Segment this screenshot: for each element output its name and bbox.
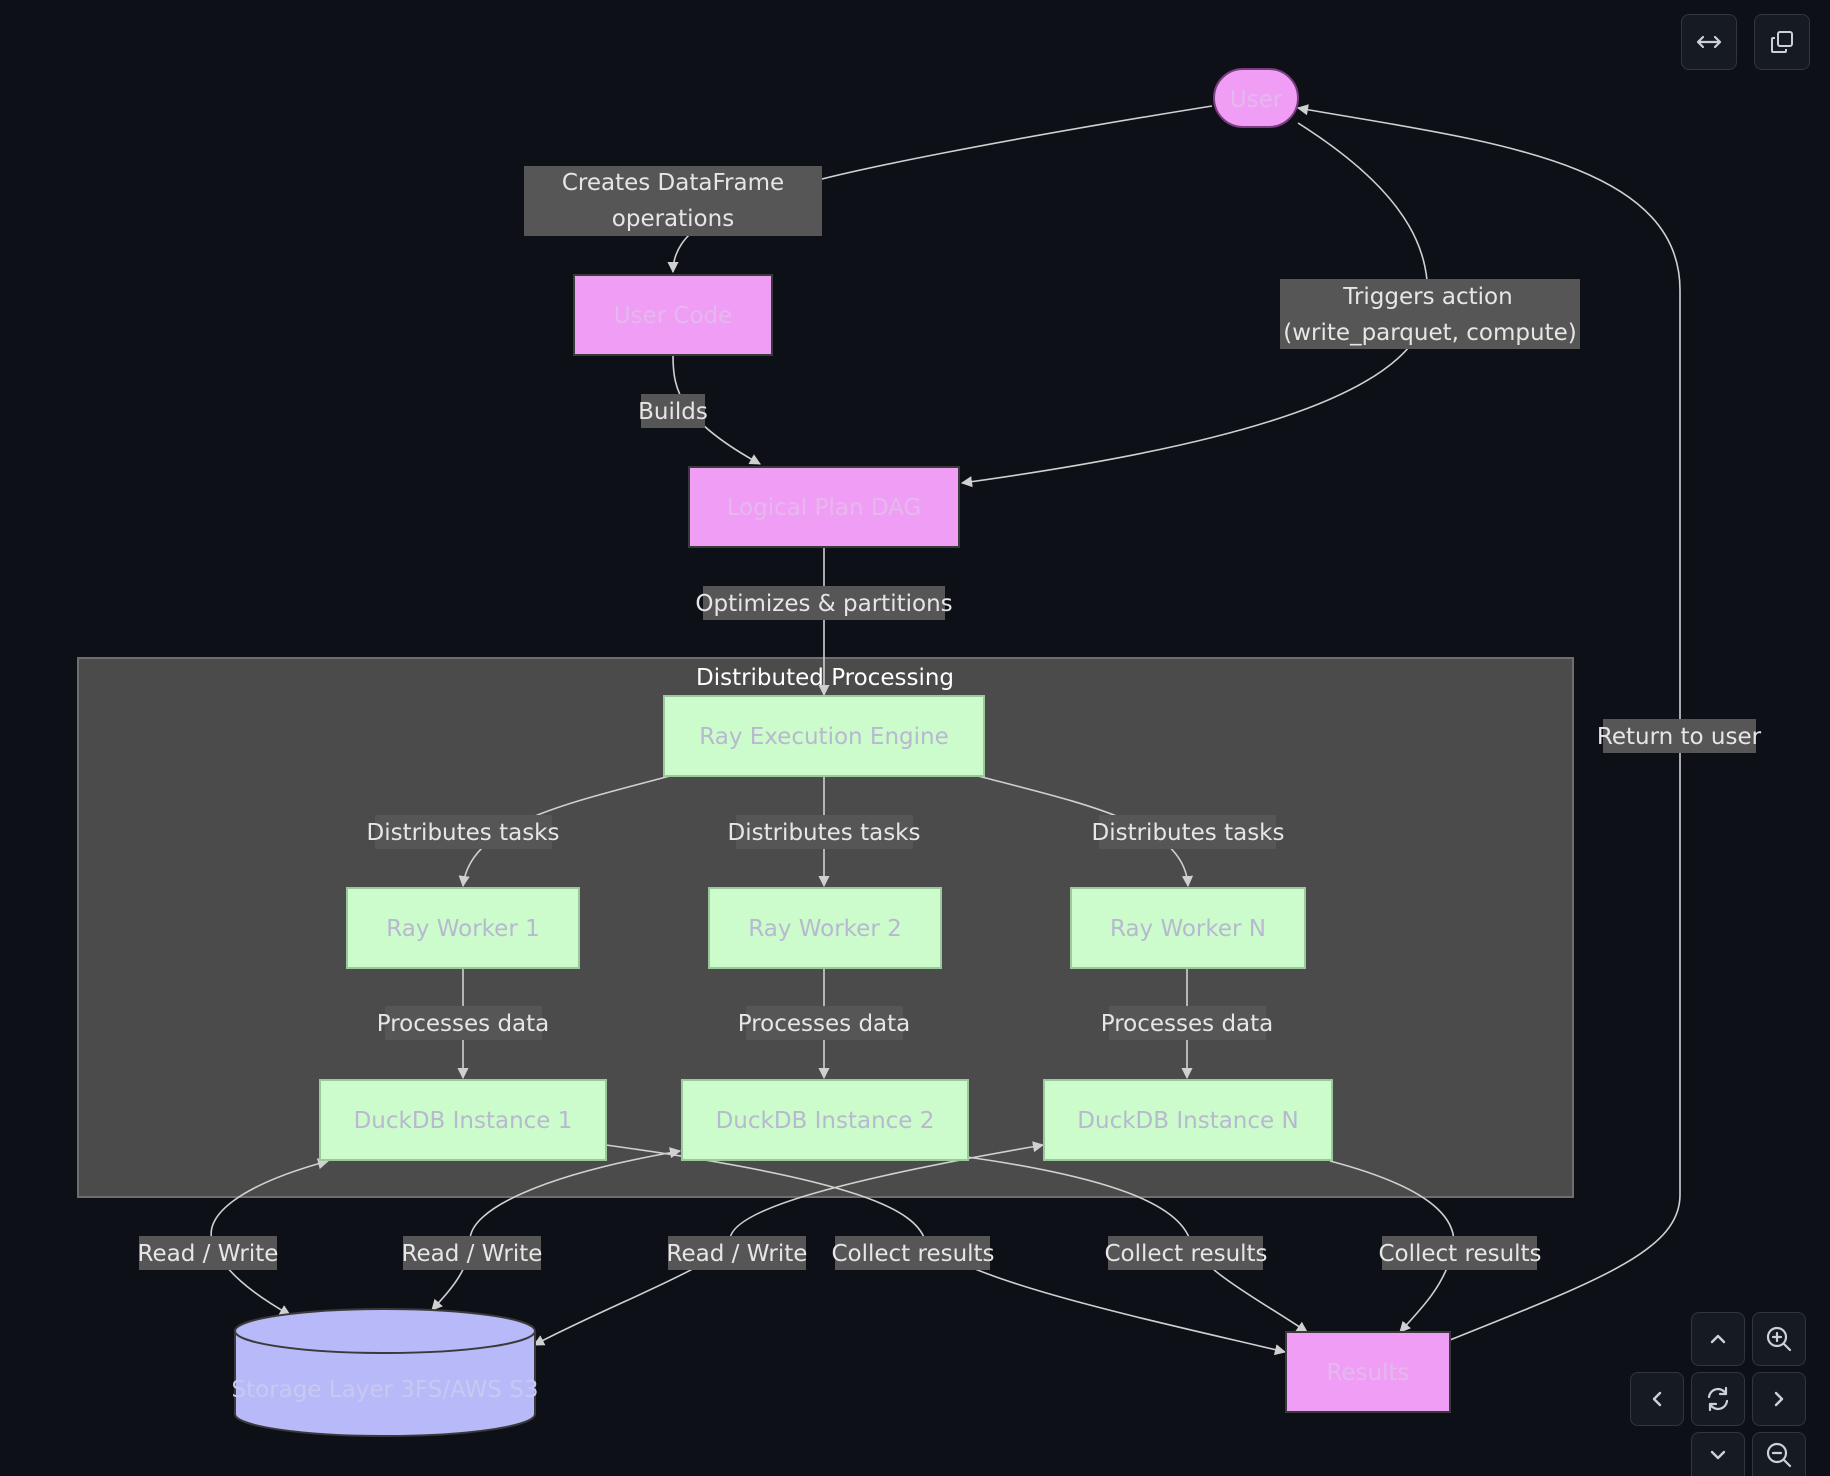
- reset-icon: [1707, 1386, 1729, 1412]
- edge-label-bg: [375, 815, 552, 849]
- edge-label-processes-2: Processes data: [738, 1011, 911, 1037]
- pan-up-button[interactable]: [1691, 1312, 1745, 1366]
- node-logical-plan-label: Logical Plan DAG: [727, 495, 922, 521]
- edge-label-distributes-2: Distributes tasks: [728, 820, 921, 846]
- edge-label-distributes-n: Distributes tasks: [1092, 820, 1285, 846]
- edge-label-read-write-1: Read / Write: [138, 1241, 279, 1267]
- edge-label-bg: [1603, 719, 1756, 753]
- edge-results-to-user: [1296, 104, 1681, 1341]
- edge-label-bg: [403, 1236, 541, 1270]
- copy-button[interactable]: [1754, 14, 1810, 70]
- node-user[interactable]: [1213, 68, 1299, 128]
- edge-label-return: Return to user: [1597, 724, 1762, 750]
- edge-label-bg: [524, 166, 822, 236]
- expand-icon: [1696, 35, 1722, 49]
- zoom-in-button[interactable]: [1752, 1312, 1806, 1366]
- node-ray-engine-label: Ray Execution Engine: [699, 724, 949, 750]
- edge-label-collect-1: Collect results: [831, 1241, 994, 1267]
- storage-cylinder-body: [234, 1331, 536, 1437]
- chevron-up-icon: [1710, 1334, 1726, 1344]
- expand-button[interactable]: [1681, 14, 1737, 70]
- edge-label-bg: [668, 1236, 806, 1270]
- edge-label-read-write-2: Read / Write: [402, 1241, 543, 1267]
- edge-label-read-write-n: Read / Write: [667, 1241, 808, 1267]
- node-worker-n-label: Ray Worker N: [1110, 916, 1266, 942]
- node-user-code[interactable]: [573, 274, 773, 356]
- node-results[interactable]: [1285, 1331, 1451, 1413]
- node-logical-plan[interactable]: [688, 466, 960, 548]
- reset-view-button[interactable]: [1691, 1372, 1745, 1426]
- copy-icon: [1771, 31, 1793, 53]
- chevron-right-icon: [1774, 1391, 1784, 1407]
- edge-label-bg: [835, 1236, 990, 1270]
- pan-right-button[interactable]: [1752, 1372, 1806, 1426]
- pan-left-button[interactable]: [1630, 1372, 1684, 1426]
- edge-label-bg: [1108, 1236, 1263, 1270]
- node-worker-n[interactable]: [1070, 887, 1306, 969]
- node-duckdb-2-label: DuckDB Instance 2: [716, 1108, 935, 1134]
- node-duckdb-2[interactable]: [681, 1079, 969, 1161]
- node-duckdb-n-label: DuckDB Instance N: [1077, 1108, 1298, 1134]
- pan-down-button[interactable]: [1691, 1432, 1745, 1476]
- node-duckdb-n[interactable]: [1043, 1079, 1333, 1161]
- node-worker-2-label: Ray Worker 2: [748, 916, 901, 942]
- edge-label-builds: Builds: [638, 399, 708, 425]
- edge-label-bg: [703, 586, 945, 620]
- node-worker-1-label: Ray Worker 1: [386, 916, 539, 942]
- node-storage-label: Storage Layer 3FS/AWS S3: [232, 1377, 539, 1403]
- subgraph-title: Distributed Processing: [696, 665, 954, 691]
- nodes: User User Code Logical Plan DAG Ray Exec…: [232, 68, 1451, 1437]
- edge-label-bg: [139, 1236, 277, 1270]
- edge-label-bg: [1109, 1006, 1266, 1040]
- edge-label-collect-2: Collect results: [1104, 1241, 1267, 1267]
- edge-label-bg: [736, 815, 913, 849]
- node-user-label: User: [1230, 87, 1283, 113]
- node-user-code-label: User Code: [614, 303, 733, 329]
- edge-label-bg: [1382, 1236, 1537, 1270]
- zoom-out-icon: [1766, 1442, 1792, 1467]
- node-results-label: Results: [1326, 1360, 1409, 1386]
- node-worker-1[interactable]: [346, 887, 580, 969]
- edge-label-triggers-line1: Triggers action: [1342, 284, 1512, 310]
- edge-label-bg: [641, 394, 705, 428]
- edge-label-bg: [746, 1006, 903, 1040]
- edge-label-bg: [385, 1006, 542, 1040]
- zoom-out-button[interactable]: [1752, 1432, 1806, 1476]
- node-duckdb-1[interactable]: [319, 1079, 607, 1161]
- edge-label-bg: [1099, 815, 1276, 849]
- edge-label-triggers-line2: (write_parquet, compute): [1283, 320, 1576, 346]
- edge-label-distributes-1: Distributes tasks: [367, 820, 560, 846]
- edge-label-processes-1: Processes data: [377, 1011, 550, 1037]
- edge-label-optimizes: Optimizes & partitions: [695, 591, 952, 617]
- edge-labels: Creates DataFrame operations Builds Trig…: [138, 166, 1762, 1270]
- edge-label-collect-n: Collect results: [1378, 1241, 1541, 1267]
- edge-label-bg: [1280, 279, 1580, 349]
- edge-label-creates-line2: operations: [612, 206, 734, 232]
- storage-cylinder-top: [234, 1308, 536, 1354]
- zoom-in-icon: [1766, 1326, 1792, 1352]
- chevron-left-icon: [1652, 1391, 1662, 1407]
- node-duckdb-1-label: DuckDB Instance 1: [354, 1108, 573, 1134]
- edge-label-creates-line1: Creates DataFrame: [562, 170, 784, 196]
- edge-label-processes-n: Processes data: [1101, 1011, 1274, 1037]
- node-storage[interactable]: Storage Layer 3FS/AWS S3: [232, 1308, 539, 1437]
- node-ray-engine[interactable]: [663, 695, 985, 777]
- chevron-down-icon: [1710, 1450, 1726, 1459]
- node-worker-2[interactable]: [708, 887, 942, 969]
